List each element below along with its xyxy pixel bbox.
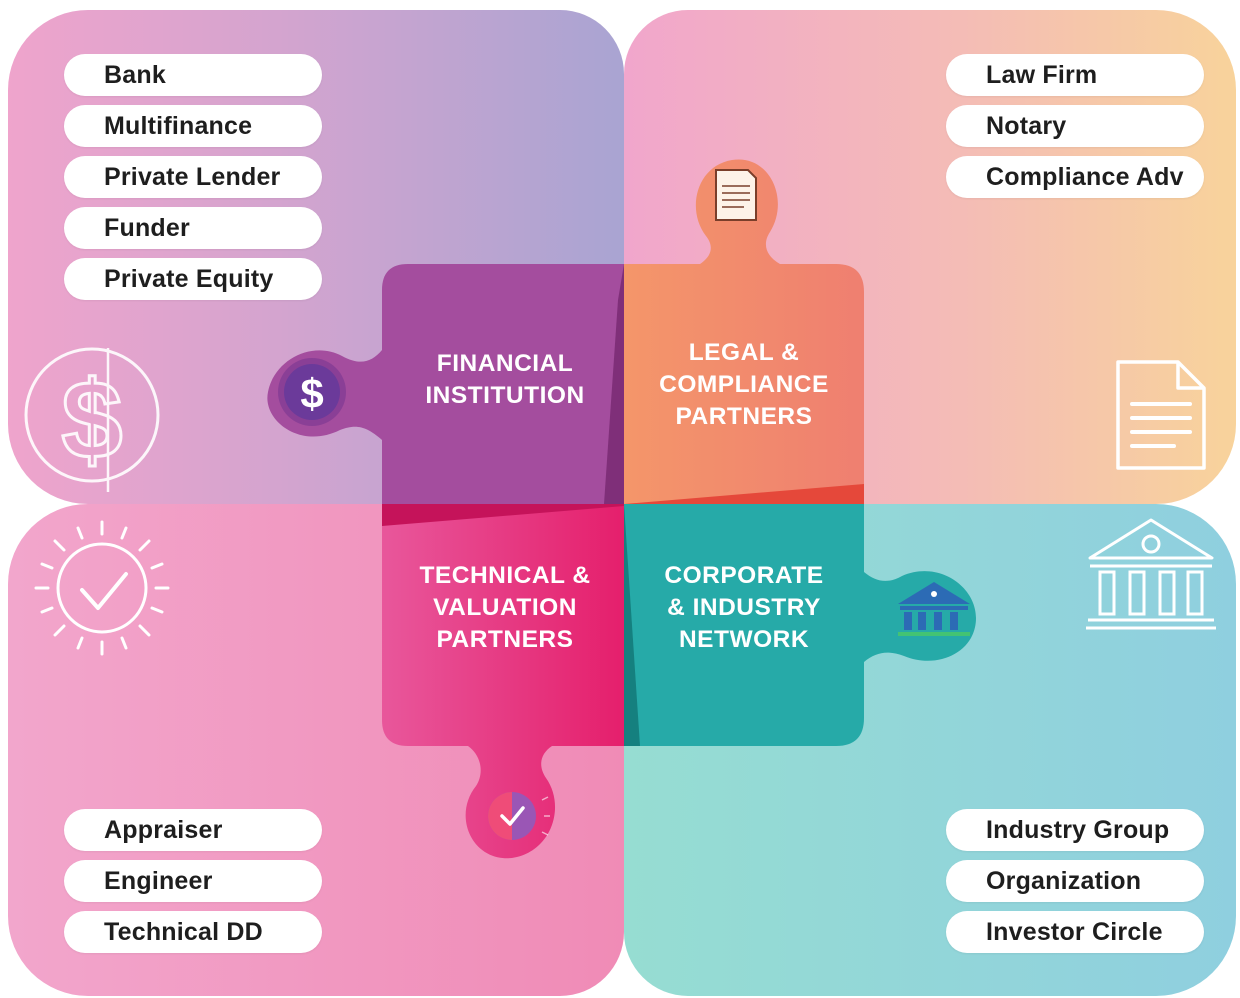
list-item: Technical DD: [64, 911, 322, 953]
list-item: Multifinance: [64, 105, 322, 147]
dollar-icon: $: [300, 370, 323, 417]
list-item: Notary: [946, 105, 1204, 147]
list-item: Appraiser: [64, 809, 322, 851]
list-item: Funder: [64, 207, 322, 249]
legal-list: Law Firm Notary Compliance Adv: [946, 54, 1204, 198]
financial-list: Bank Multifinance Private Lender Funder …: [64, 54, 322, 300]
list-item: Law Firm: [946, 54, 1204, 96]
building-outline-icon: [1086, 518, 1216, 630]
legal-title: LEGAL & COMPLIANCE PARTNERS: [659, 339, 829, 430]
svg-text:$: $: [61, 359, 122, 482]
corporate-piece-shadow: [624, 504, 640, 746]
checkmark-badge-icon: [488, 792, 550, 840]
technical-list: Appraiser Engineer Technical DD: [64, 809, 322, 953]
list-item: Compliance Adv: [946, 156, 1204, 198]
technical-title: TECHNICAL & VALUATION PARTNERS: [419, 562, 591, 653]
corporate-puzzle-piece: [624, 504, 976, 746]
list-item: Investor Circle: [946, 911, 1204, 953]
corporate-title: CORPORATE & INDUSTRY NETWORK: [664, 562, 824, 653]
document-outline-icon: [1116, 360, 1206, 470]
building-icon: [898, 582, 970, 636]
legal-piece-shadow: [624, 484, 864, 504]
technical-puzzle-piece: [382, 504, 624, 859]
list-item: Private Lender: [64, 156, 322, 198]
list-item: Organization: [946, 860, 1204, 902]
list-item: Bank: [64, 54, 322, 96]
dollar-badge-inner: [284, 364, 340, 420]
financial-puzzle-piece: [267, 264, 624, 504]
checkmark-outline-icon: [34, 520, 170, 656]
list-item: Engineer: [64, 860, 322, 902]
document-icon: [715, 169, 757, 221]
technical-piece-shadow: [382, 504, 624, 526]
list-item: Private Equity: [64, 258, 322, 300]
corporate-list: Industry Group Organization Investor Cir…: [946, 809, 1204, 953]
dollar-outline-icon: $: [24, 347, 160, 492]
financial-piece-shadow: [604, 264, 624, 504]
list-item: Industry Group: [946, 809, 1204, 851]
legal-puzzle-piece: [624, 159, 864, 504]
financial-title: FINANCIAL INSTITUTION: [425, 350, 585, 409]
